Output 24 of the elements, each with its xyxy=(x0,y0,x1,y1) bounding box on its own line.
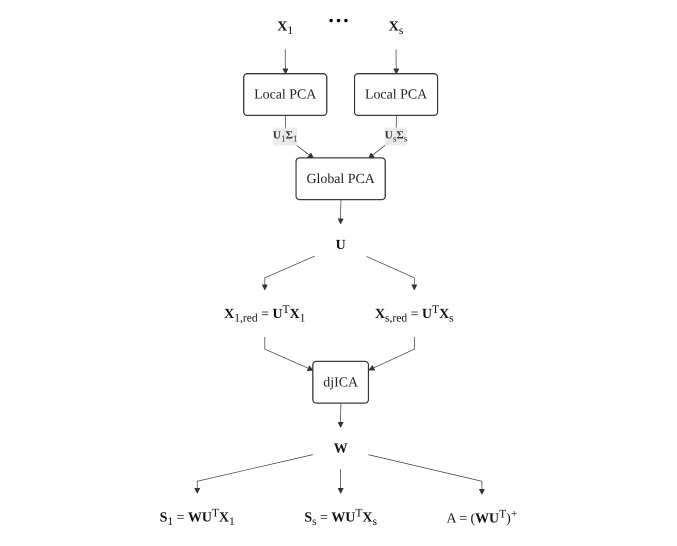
arrow xyxy=(338,468,344,494)
arrow xyxy=(338,200,344,224)
arrow xyxy=(368,115,397,159)
node-text: U xyxy=(336,237,346,252)
ellipsis-text: … xyxy=(328,2,350,27)
edge-label: U$_{s}$Σ$_{s}$ xyxy=(384,130,408,144)
arrow xyxy=(262,256,316,290)
arrow xyxy=(338,403,344,428)
node-text: S$_{1}$ = WU$^{T}$X$_{1}$ xyxy=(160,506,235,528)
arrow xyxy=(264,336,314,372)
arrow xyxy=(282,49,288,74)
node-text: W xyxy=(334,440,348,456)
node-text: A = (WU$^{T}$)$^{+}$ xyxy=(446,506,518,526)
arrow xyxy=(366,256,418,290)
arrow xyxy=(368,454,485,495)
arrow xyxy=(368,336,415,371)
node-text: X$_{1,red}$ = U$^{T}$X$_{1}$ xyxy=(224,302,306,324)
arrow xyxy=(393,49,400,74)
edge-label: U$_{1}$Σ$_{1}$ xyxy=(272,130,298,144)
node-text: X$_{1}$ xyxy=(277,18,294,37)
node-text: X$_{s,red}$ = U$^{T}$X$_{s}$ xyxy=(374,302,454,324)
arrow xyxy=(194,454,314,494)
node-text: X$_{s}$ xyxy=(388,18,404,37)
node-text: S$_{s}$ = WU$^{T}$X$_{s}$ xyxy=(304,506,377,528)
